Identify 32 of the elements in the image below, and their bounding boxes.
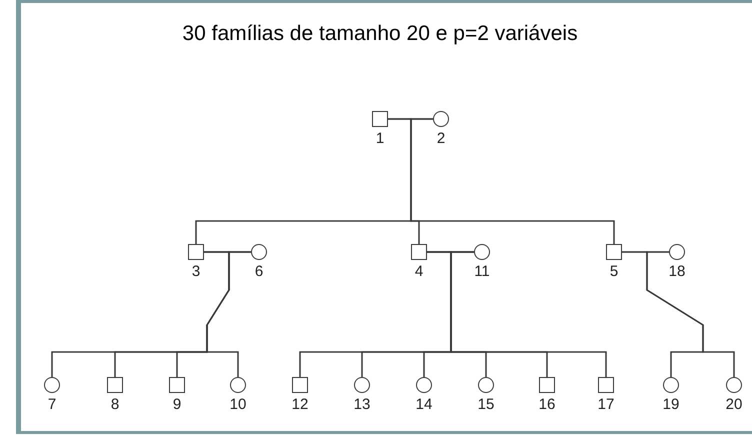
individual-number: 20 [724, 397, 744, 413]
individual-number: 16 [538, 397, 556, 413]
individual-number: 6 [254, 264, 264, 280]
square-symbol [539, 377, 555, 393]
descent-line [646, 251, 735, 377]
individual-number: 17 [596, 397, 616, 413]
title: 30 famílias de tamanho 20 e p=2 variáveis [181, 21, 579, 47]
individual-number: 18 [668, 264, 686, 280]
individual-number: 8 [110, 397, 120, 413]
square-symbol [107, 377, 123, 393]
descent-line [206, 251, 251, 377]
individual-number: 3 [190, 264, 202, 280]
individual-number: 12 [290, 397, 310, 413]
individual-number: 5 [608, 264, 620, 280]
square-symbol [606, 244, 622, 260]
square-symbol [598, 377, 614, 393]
individual-number: 15 [476, 397, 496, 413]
individual-number: 13 [352, 397, 372, 413]
individual-number: 19 [662, 397, 680, 413]
individual-number: 10 [228, 397, 248, 413]
square-symbol [169, 377, 185, 393]
individual-number: 1 [374, 131, 386, 147]
individual-number: 11 [473, 264, 491, 280]
individual-number: 7 [46, 397, 58, 413]
individual-number: 14 [414, 397, 434, 413]
square-symbol [292, 377, 308, 393]
square-symbol [188, 244, 204, 260]
individual-number: 4 [414, 264, 424, 280]
individual-number: 9 [172, 397, 182, 413]
individual-number: 2 [436, 131, 446, 147]
square-symbol [411, 244, 427, 260]
square-symbol [372, 111, 388, 127]
